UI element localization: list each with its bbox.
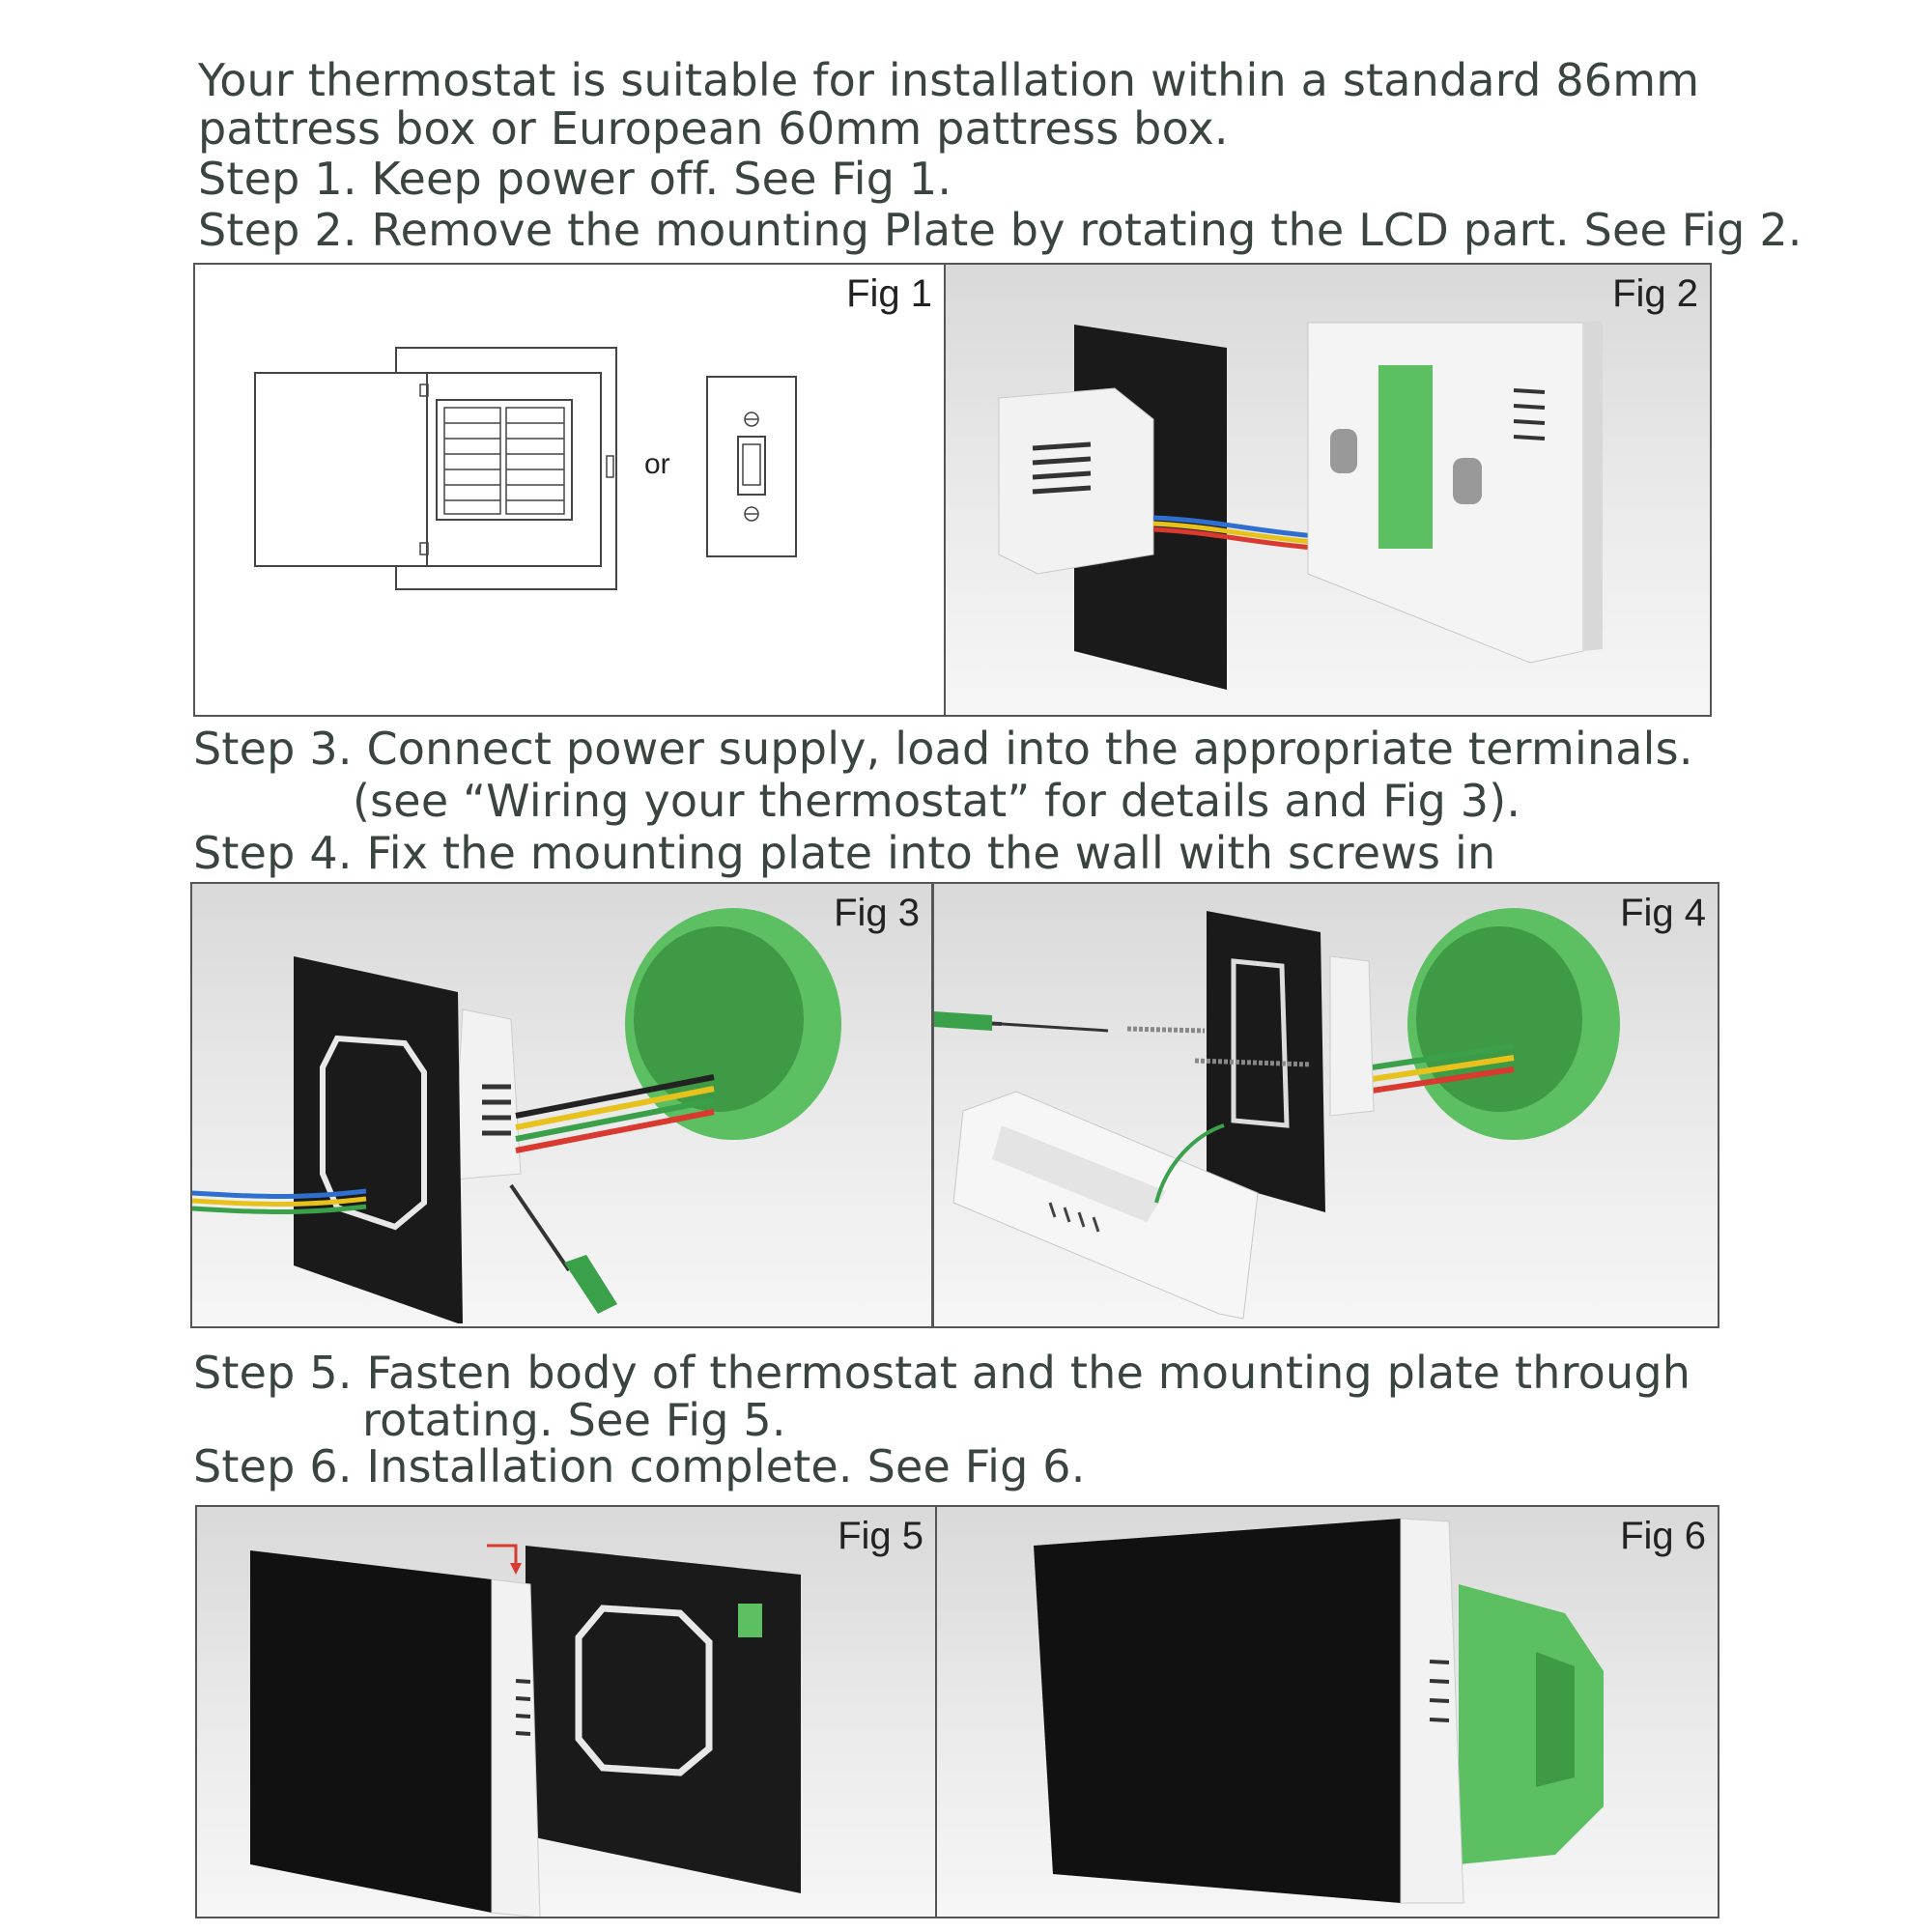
step-2-text: Step 2. Remove the mounting Plate by rot… bbox=[198, 204, 1803, 256]
step-4-text: Step 4. Fix the mounting plate into the … bbox=[193, 827, 1496, 879]
figure-2-panel: Fig 2 bbox=[944, 263, 1712, 717]
figure-1-label: Fig 1 bbox=[846, 272, 932, 315]
figure-3-panel: Fig 3 bbox=[190, 882, 933, 1328]
figure-6-label: Fig 6 bbox=[1620, 1515, 1706, 1557]
figure-4-label: Fig 4 bbox=[1620, 892, 1706, 934]
fig6-illustration bbox=[1034, 1518, 1604, 1904]
figure-4-panel: Fig 4 bbox=[932, 882, 1719, 1328]
figure-3-label: Fig 3 bbox=[834, 892, 920, 934]
or-text: or bbox=[644, 448, 670, 480]
intro-line-2: pattress box or European 60mm pattress b… bbox=[198, 102, 1229, 155]
step-6-text: Step 6. Installation complete. See Fig 6… bbox=[193, 1440, 1086, 1492]
figure-5-panel: Fig 5 bbox=[195, 1505, 937, 1918]
step-5-detail-text: rotating. See Fig 5. bbox=[362, 1394, 786, 1446]
pattress-box-drawing bbox=[254, 347, 797, 590]
figure-5-label: Fig 5 bbox=[838, 1515, 923, 1557]
fig3-illustration bbox=[192, 908, 841, 1323]
fig4-illustration bbox=[934, 908, 1620, 1320]
step-1-text: Step 1. Keep power off. See Fig 1. bbox=[198, 153, 952, 205]
step-3-detail-text: (see “Wiring your thermostat” for detail… bbox=[353, 775, 1521, 827]
step-3-text: Step 3. Connect power supply, load into … bbox=[193, 723, 1693, 775]
figure-6-panel: Fig 6 bbox=[935, 1505, 1719, 1918]
fig5-illustration bbox=[250, 1544, 801, 1917]
figure-2-label: Fig 2 bbox=[1612, 272, 1698, 315]
fig2-illustration bbox=[998, 321, 1603, 690]
figure-1-panel: Fig 1 or bbox=[193, 263, 946, 717]
step-5-text: Step 5. Fasten body of thermostat and th… bbox=[193, 1347, 1691, 1399]
intro-line-1: Your thermostat is suitable for installa… bbox=[198, 54, 1700, 106]
